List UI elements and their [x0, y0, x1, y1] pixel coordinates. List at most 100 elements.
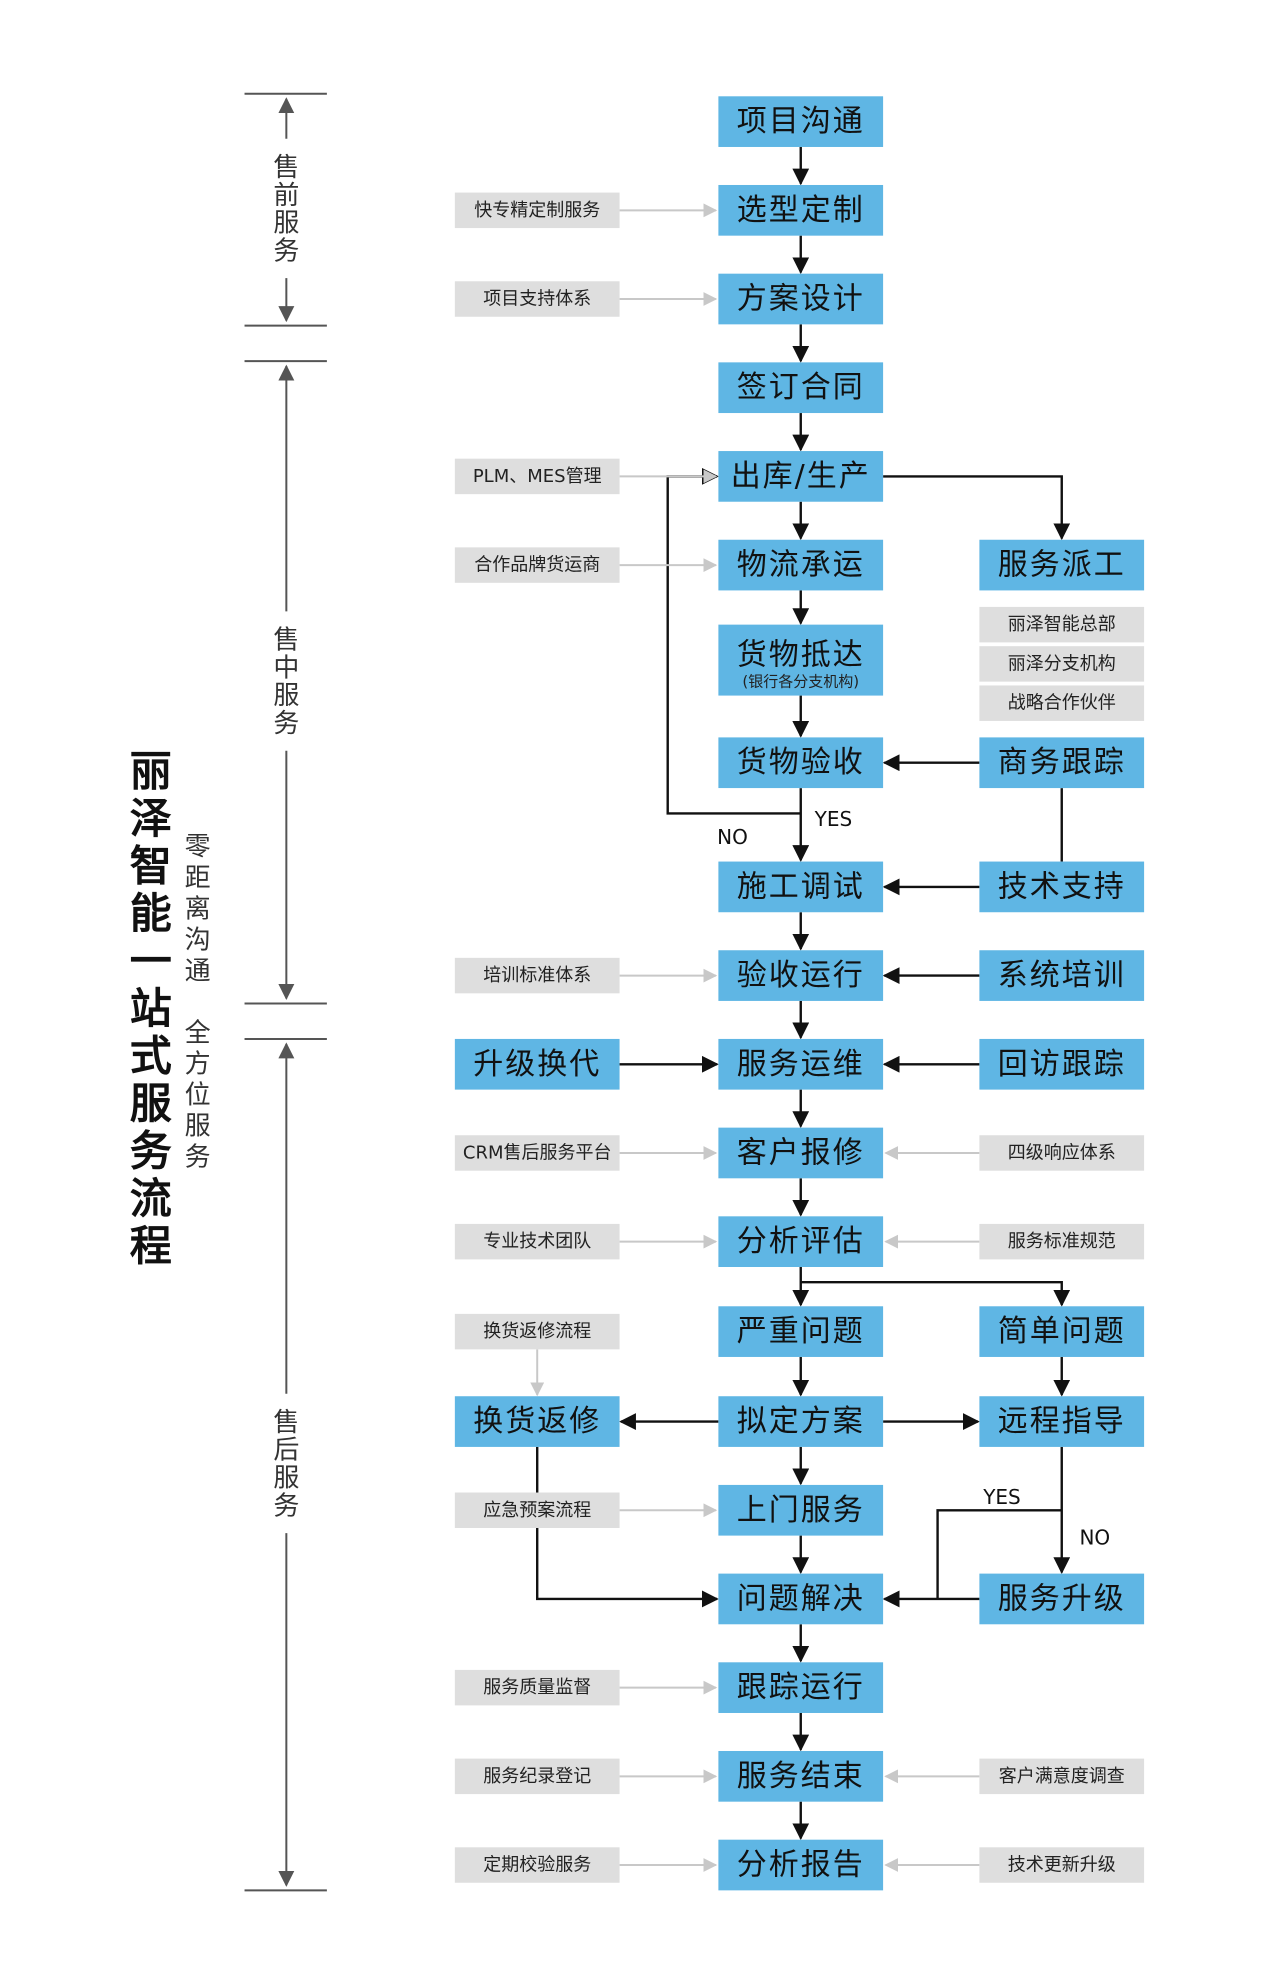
node-box	[979, 646, 1145, 682]
stage-label-char: 务	[273, 236, 299, 266]
stage-label-char: 务	[273, 1491, 299, 1521]
flow-arrow	[800, 1281, 1071, 1307]
node-label: 四级响应体系	[1008, 1142, 1116, 1163]
node-label: 定期校验服务	[483, 1855, 591, 1876]
node-label: 服务标准规范	[1008, 1231, 1116, 1252]
node-label: 项目支持体系	[483, 289, 591, 310]
node-label: 严重问题	[737, 1314, 865, 1349]
node-r8: 服务升级	[979, 1573, 1145, 1625]
stage-label-char: 售	[273, 1408, 299, 1438]
node-l12: 服务质量监督	[454, 1669, 620, 1706]
node-label: 商务跟踪	[998, 745, 1126, 780]
node-m19: 服务结束	[718, 1750, 884, 1802]
node-label: 分析评估	[737, 1224, 865, 1259]
node-r2: 商务跟踪	[979, 737, 1145, 789]
node-m14: 严重问题	[718, 1306, 884, 1357]
node-box	[454, 458, 620, 495]
node-lb1: 升级换代	[454, 1038, 620, 1090]
node-box	[454, 1669, 620, 1706]
node-box	[979, 950, 1145, 1001]
node-label: 服务结束	[737, 1759, 865, 1794]
node-label: 客户报修	[737, 1135, 865, 1170]
node-m2: 选型定制	[718, 184, 884, 236]
node-label: 丽泽智能总部	[1008, 614, 1116, 635]
node-label: 选型定制	[737, 193, 865, 228]
node-label: 系统培训	[998, 958, 1126, 993]
node-box	[718, 1038, 884, 1090]
stage-label-char: 售	[273, 625, 299, 655]
node-box	[718, 1573, 884, 1625]
node-label: 应急预案流程	[483, 1500, 591, 1521]
node-label: 物流承运	[737, 548, 865, 583]
node-box	[718, 1306, 884, 1357]
node-box	[718, 1216, 884, 1267]
node-box	[979, 1573, 1145, 1625]
node-box	[454, 281, 620, 317]
node-label: 升级换代	[473, 1047, 601, 1082]
node-label: 分析报告	[737, 1848, 865, 1883]
connector-lines	[530, 146, 1071, 1873]
node-label: 合作品牌货运商	[474, 555, 600, 576]
branch-line	[936, 1509, 1062, 1599]
node-label: 战略合作伙伴	[1008, 693, 1116, 714]
node-label: CRM售后服务平台	[463, 1142, 612, 1163]
node-r3: 技术支持	[979, 861, 1145, 913]
node-label: 丽泽分支机构	[1008, 653, 1116, 674]
diagram-title: 丽泽智能一站式服务流程	[130, 747, 172, 1271]
stage-label-char: 中	[273, 653, 299, 683]
node-box	[979, 1396, 1145, 1447]
node-m16: 上门服务	[718, 1484, 884, 1536]
node-label: 货物抵达	[737, 638, 865, 673]
node-box	[454, 547, 620, 583]
node-m10: 验收运行	[718, 950, 884, 1001]
node-l4: 合作品牌货运商	[454, 547, 620, 583]
node-l8: 专业技术团队	[454, 1223, 620, 1260]
node-m9: 施工调试	[718, 861, 884, 913]
node-box	[718, 1127, 884, 1179]
node-box	[979, 861, 1145, 913]
node-label: 远程指导	[998, 1404, 1126, 1439]
node-box	[718, 362, 884, 414]
node-box	[454, 1847, 620, 1883]
stage-label-char: 后	[273, 1436, 299, 1466]
node-box	[718, 1484, 884, 1536]
node-l11: 应急预案流程	[454, 1492, 620, 1529]
node-l7: CRM售后服务平台	[454, 1135, 620, 1171]
node-m1: 项目沟通	[718, 96, 884, 147]
node-label: 服务运维	[737, 1047, 865, 1082]
nodes: 项目沟通选型定制方案设计签订合同出库/生产物流承运货物抵达(银行各分支机构)货物…	[454, 96, 1145, 1891]
stage-post: 售后服务	[273, 1042, 299, 1887]
node-box	[979, 1038, 1145, 1090]
node-label: 问题解决	[737, 1581, 865, 1616]
stage-label-char: 服	[273, 209, 299, 239]
node-label: PLM、MES管理	[473, 466, 602, 487]
node-m5: 出库/生产	[718, 451, 884, 502]
node-rg3: 战略合作伙伴	[979, 685, 1145, 721]
node-box	[718, 1396, 884, 1447]
node-r5: 回访跟踪	[979, 1038, 1145, 1090]
stage-label-char: 服	[273, 1464, 299, 1494]
node-rg4: 四级响应体系	[979, 1135, 1145, 1171]
node-box	[454, 1038, 620, 1090]
node-label: 快专精定制服务	[474, 200, 600, 221]
edge-label-yes2: YES	[982, 1485, 1021, 1509]
node-label: 专业技术团队	[483, 1231, 591, 1252]
node-r1: 服务派工	[979, 539, 1145, 591]
node-label: 施工调试	[737, 869, 865, 904]
node-rg2: 丽泽分支机构	[979, 646, 1145, 682]
node-box	[454, 1313, 620, 1350]
node-label: 服务纪录登记	[483, 1766, 591, 1787]
node-box	[454, 957, 620, 994]
stage-label-char: 务	[273, 709, 299, 739]
node-box	[979, 1306, 1145, 1357]
node-box	[979, 685, 1145, 721]
node-lb2: 换货返修	[454, 1396, 620, 1447]
node-l5: 培训标准体系	[454, 957, 620, 994]
stage-label-char: 售	[273, 153, 299, 183]
node-box	[718, 861, 884, 913]
node-r4: 系统培训	[979, 950, 1145, 1001]
node-box	[979, 539, 1145, 591]
node-box	[454, 1758, 620, 1795]
